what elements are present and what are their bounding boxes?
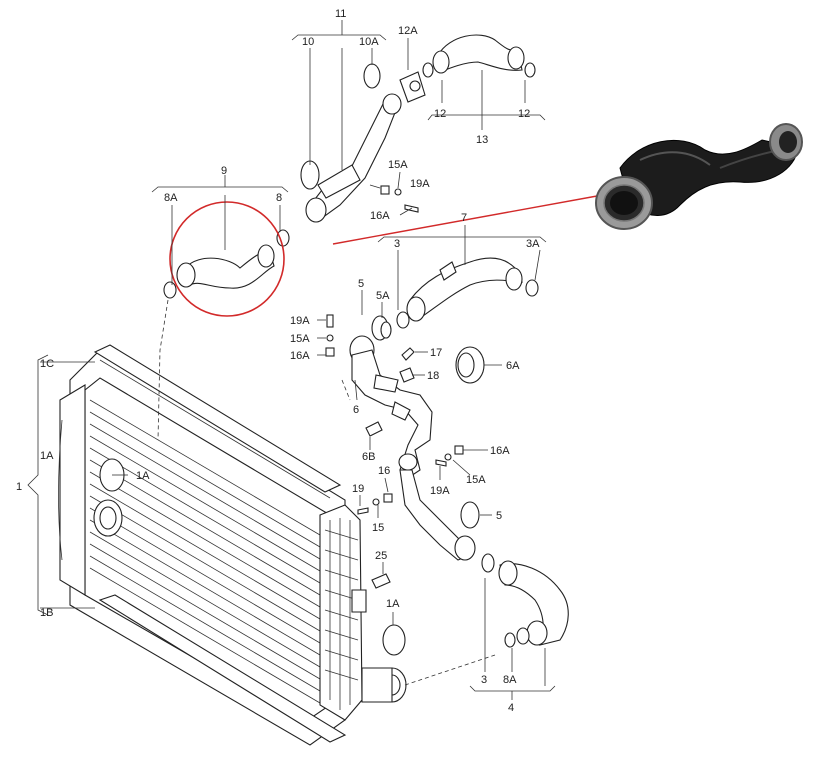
fasteners-right (435, 445, 464, 467)
o-ring (516, 627, 530, 645)
label-8A: 8A (503, 674, 517, 686)
label-19A: 19A (410, 178, 430, 190)
o-ring (300, 160, 320, 190)
o-ring (276, 229, 290, 247)
label-16A: 16A (290, 350, 310, 362)
o-ring (525, 279, 539, 297)
o-ring (382, 624, 406, 656)
label-6A: 6A (506, 360, 520, 372)
o-ring (163, 281, 177, 299)
o-ring (422, 62, 434, 78)
o-ring (460, 501, 480, 529)
bolt-18 (399, 367, 415, 383)
hose-9 (176, 244, 275, 289)
label-12A: 12A (398, 25, 418, 37)
hose-7 (406, 257, 523, 322)
label-6B: 6B (362, 451, 375, 463)
hose-13 (432, 34, 525, 74)
o-ring (396, 311, 410, 329)
label-19A: 19A (430, 485, 450, 497)
upper-pipe (305, 71, 426, 223)
dashed-connector (404, 654, 496, 686)
label-19: 19 (352, 483, 364, 495)
label-10A: 10A (359, 36, 379, 48)
label-6: 6 (353, 404, 359, 416)
label-7: 7 (461, 212, 467, 224)
label-5: 5 (496, 510, 502, 522)
label-5A: 5A (376, 290, 390, 302)
label-8A: 8A (164, 192, 178, 204)
dashed-connector (341, 379, 351, 401)
label-15A: 15A (388, 159, 408, 171)
label-11: 11 (335, 8, 346, 20)
intercooler-core (58, 344, 407, 746)
label-1C: 1C (40, 358, 54, 370)
label-15: 15 (372, 522, 384, 534)
bolt-17 (401, 347, 415, 361)
label-15A: 15A (290, 333, 310, 345)
label-15A: 15A (466, 474, 486, 486)
callout-labels: 1 1A 1A 1A 1B 1C 3 3 3A 4 5 5 5A 6 6A 6B… (16, 8, 540, 714)
highlight-pointer (332, 195, 598, 245)
label-16: 16 (378, 465, 390, 477)
label-10: 10 (302, 36, 314, 48)
label-13: 13 (476, 134, 488, 146)
label-3: 3 (481, 674, 487, 686)
fasteners-bottom (357, 493, 393, 589)
o-ring (380, 321, 392, 339)
label-3: 3 (394, 238, 400, 250)
label-16A: 16A (370, 210, 390, 222)
hose-photo (595, 123, 803, 230)
label-1A: 1A (40, 450, 54, 462)
label-1: 1 (16, 481, 22, 493)
label-3A: 3A (526, 238, 540, 250)
o-ring (504, 632, 516, 648)
label-25: 25 (375, 550, 387, 562)
label-1A: 1A (136, 470, 150, 482)
bolt-6B (365, 421, 383, 437)
o-ring (363, 63, 381, 89)
label-12: 12 (518, 108, 530, 120)
label-1A: 1A (386, 598, 400, 610)
label-17: 17 (430, 347, 442, 359)
label-16A: 16A (490, 445, 510, 457)
label-4: 4 (508, 702, 514, 714)
label-12: 12 (434, 108, 446, 120)
label-18: 18 (427, 370, 439, 382)
hose-4 (498, 560, 569, 646)
highlight-circle (169, 201, 285, 317)
label-5: 5 (358, 278, 364, 290)
dashed-connector (157, 299, 169, 441)
o-ring (481, 553, 495, 573)
sensor-6A (455, 346, 485, 384)
lower-pipe (398, 453, 476, 561)
label-8: 8 (276, 192, 282, 204)
o-ring (524, 62, 536, 78)
fasteners-left (325, 314, 335, 357)
label-9: 9 (221, 165, 227, 177)
leader-lines (27, 20, 556, 700)
label-1B: 1B (40, 607, 53, 619)
label-19A: 19A (290, 315, 310, 327)
